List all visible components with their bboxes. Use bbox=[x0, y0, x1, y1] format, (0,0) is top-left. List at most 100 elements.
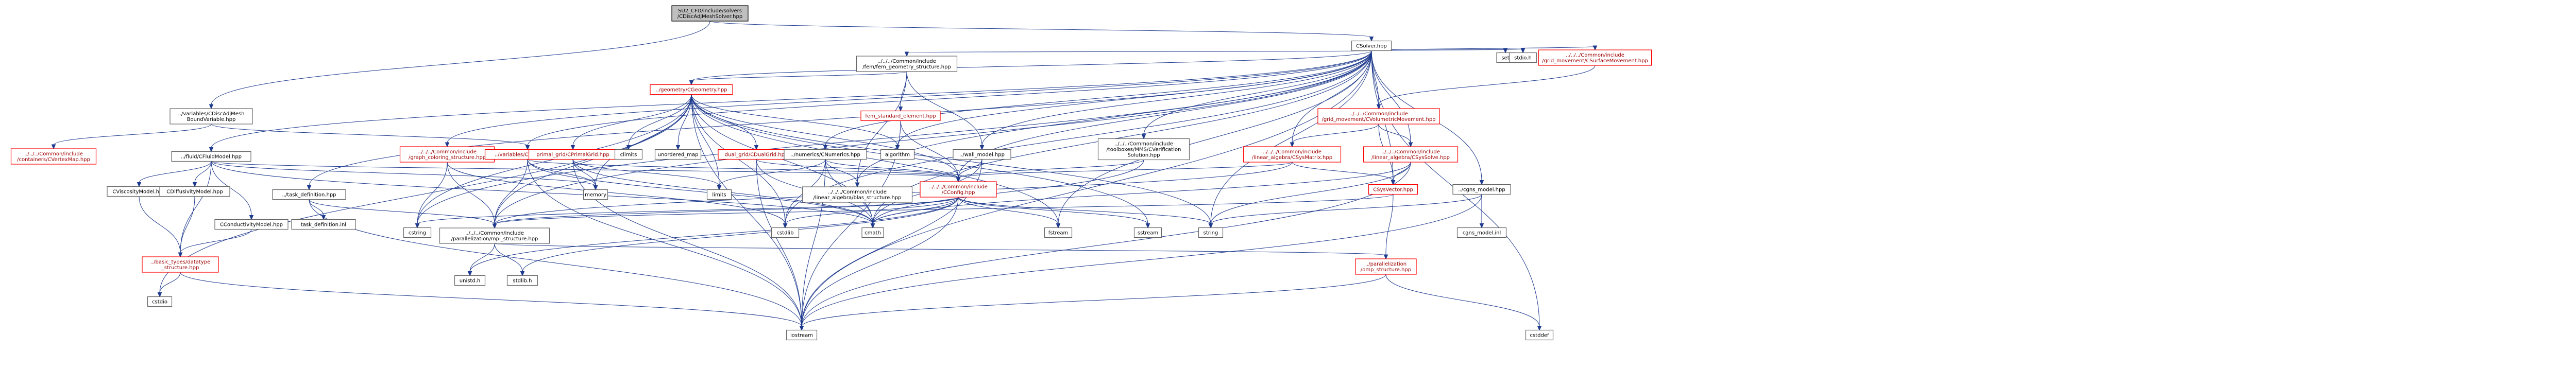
node-label: cstddef bbox=[1530, 333, 1549, 339]
node-box bbox=[159, 186, 230, 197]
node-unistdh[interactable]: unistd.h bbox=[454, 275, 486, 286]
edge-arrowhead bbox=[51, 144, 56, 150]
node-femstd[interactable]: fem_standard_element.hpp bbox=[860, 110, 941, 121]
node-box bbox=[272, 189, 346, 200]
node-taskdef[interactable]: ../task_definition.hpp bbox=[272, 189, 346, 200]
node-dual[interactable]: dual_grid/CDualGrid.hpp bbox=[718, 149, 795, 160]
node-box bbox=[671, 5, 749, 22]
edge-line bbox=[1210, 50, 1372, 224]
edge-line bbox=[527, 159, 596, 186]
node-wallmodel[interactable]: ../wall_model.hpp bbox=[953, 149, 1011, 160]
edge-arrowhead bbox=[520, 271, 525, 276]
node-taskinl[interactable]: task_definition.inl bbox=[291, 219, 356, 230]
node-volmove[interactable]: ../../../Common/include/grid_movement/CV… bbox=[1317, 108, 1440, 125]
node-vertex[interactable]: ../../../Common/include/containers/CVert… bbox=[10, 148, 97, 165]
node-ctools[interactable]: ../../../Common/include/toolboxes/MMS/CV… bbox=[1097, 138, 1190, 161]
edge-numerics-to-limits bbox=[717, 159, 826, 190]
node-memory[interactable]: memory bbox=[583, 189, 608, 200]
edge-arrowhead bbox=[956, 177, 961, 183]
node-umap[interactable]: unordered_map bbox=[654, 149, 702, 160]
edge-cvariable-to-mpi bbox=[492, 159, 528, 229]
node-adjmesh[interactable]: ../variables/CDiscAdjMeshBoundVariable.h… bbox=[170, 108, 253, 125]
node-cconfig[interactable]: ../../../Common/include/CConfig.hpp bbox=[920, 181, 997, 198]
node-root[interactable]: SU2_CFD/include/solvers/CDiscAdjMeshSolv… bbox=[671, 5, 749, 22]
edge-line bbox=[691, 71, 907, 81]
node-box bbox=[170, 108, 253, 125]
edge-numerics-to-iostream bbox=[799, 159, 826, 331]
node-femgeo[interactable]: ../../../Common/include/fem/fem_geometry… bbox=[856, 56, 958, 72]
edge-surfmove-to-volmove bbox=[1376, 65, 1596, 110]
node-diff[interactable]: CDiffusivityModel.hpp bbox=[159, 186, 230, 197]
node-cgnsinl[interactable]: cgns_model.inl bbox=[1456, 227, 1507, 238]
node-cgns[interactable]: ../cgns_model.hpp bbox=[1452, 184, 1511, 195]
node-cmath[interactable]: cmath bbox=[861, 227, 884, 238]
edge-arrowhead bbox=[689, 80, 694, 85]
edge-line bbox=[527, 159, 959, 179]
node-cstddef[interactable]: cstddef bbox=[1525, 329, 1554, 341]
node-label: unistd.h bbox=[460, 278, 480, 284]
node-label: CSysVector.hpp bbox=[1373, 187, 1413, 193]
edge-arrowhead bbox=[855, 182, 860, 188]
node-label: set bbox=[1501, 56, 1509, 61]
edge-line bbox=[691, 94, 898, 146]
edge-csolver-to-graphcolor bbox=[445, 50, 1372, 148]
node-cstdlib[interactable]: cstdlib bbox=[771, 227, 800, 238]
edge-arrowhead bbox=[157, 292, 162, 297]
edge-line bbox=[527, 159, 802, 327]
node-label: CViscosityModel.hpp bbox=[112, 189, 165, 195]
edge-line bbox=[572, 94, 692, 146]
node-primal[interactable]: primal_grid/CPrimalGrid.hpp bbox=[528, 149, 618, 160]
edge-adjmesh-to-cvariable bbox=[211, 124, 530, 150]
node-box bbox=[1368, 184, 1418, 195]
edge-line bbox=[628, 94, 692, 146]
node-label: /linear_algebra/CSysMatrix.hpp bbox=[1252, 155, 1332, 161]
node-surfmove[interactable]: ../../../Common/include/grid_movement/CS… bbox=[1538, 49, 1652, 66]
node-stdlibh[interactable]: stdlib.h bbox=[506, 275, 538, 286]
node-box bbox=[291, 219, 356, 230]
node-cond[interactable]: CConductivityModel.hpp bbox=[214, 219, 289, 230]
node-syssolve[interactable]: ../../../Common/include/linear_algebra/C… bbox=[1363, 146, 1459, 163]
edge-arrowhead bbox=[249, 215, 254, 220]
edge-line bbox=[211, 50, 1372, 148]
edge-csolver-to-cvariable bbox=[525, 50, 1372, 150]
edge-line bbox=[159, 272, 181, 293]
node-label: sstream bbox=[1138, 231, 1158, 236]
node-limits[interactable]: limits bbox=[706, 189, 732, 200]
node-iostream[interactable]: iostream bbox=[786, 329, 818, 341]
edge-graphcolor-to-mpi bbox=[447, 162, 497, 229]
node-blas[interactable]: ../../../Common/include/linear_algebra/b… bbox=[802, 186, 913, 203]
node-cstring[interactable]: cstring bbox=[403, 227, 432, 238]
edge-line bbox=[1210, 194, 1482, 224]
node-climits[interactable]: climits bbox=[614, 149, 643, 160]
edge-line bbox=[906, 71, 982, 146]
node-mpi[interactable]: ../../../Common/include/parallelization/… bbox=[439, 227, 550, 244]
node-omp[interactable]: ../parallelization/omp_structure.hpp bbox=[1355, 258, 1417, 275]
edge-line bbox=[309, 199, 802, 327]
node-sysmatrix[interactable]: ../../../Common/include/linear_algebra/C… bbox=[1243, 146, 1342, 163]
node-label: /grid_movement/CSurfaceMovement.hpp bbox=[1542, 58, 1648, 64]
node-cstdio[interactable]: cstdio bbox=[147, 296, 173, 307]
node-box bbox=[1355, 258, 1417, 275]
node-stdioh[interactable]: stdio.h bbox=[1509, 52, 1537, 63]
node-label: ../../../Common/include bbox=[1381, 149, 1440, 155]
node-graphcolor[interactable]: ../../../Common/include/graph_coloring_s… bbox=[399, 146, 495, 163]
node-fstream[interactable]: fstream bbox=[1044, 227, 1073, 238]
nodes-layer: SU2_CFD/include/solvers/CDiscAdjMeshSolv… bbox=[10, 5, 1652, 341]
node-sstream[interactable]: sstream bbox=[1133, 227, 1162, 238]
node-algorithm[interactable]: algorithm bbox=[880, 149, 915, 160]
node-box bbox=[1538, 49, 1652, 66]
node-fluidmodel[interactable]: ../fluid/CFluidModel.hpp bbox=[171, 151, 251, 162]
edge-csolver-to-set bbox=[1371, 48, 1508, 54]
edge-line bbox=[494, 194, 1394, 225]
node-geometry[interactable]: ../geometry/CGeometry.hpp bbox=[650, 84, 733, 95]
node-label: ../variables/CVariable.hpp bbox=[495, 152, 561, 158]
edge-line bbox=[691, 94, 1148, 224]
node-csolver[interactable]: CSolver.hpp bbox=[1351, 40, 1392, 51]
node-sysvector[interactable]: CSysVector.hpp bbox=[1368, 184, 1418, 195]
edge-line bbox=[691, 94, 720, 186]
edge-arrowhead bbox=[898, 107, 903, 112]
node-numerics[interactable]: ../numerics/CNumerics.hpp bbox=[784, 149, 867, 160]
node-string[interactable]: string bbox=[1198, 227, 1224, 238]
node-basic[interactable]: ../basic_types/datatype_structure.hpp bbox=[142, 256, 219, 273]
edge-arrowhead bbox=[1376, 104, 1381, 110]
